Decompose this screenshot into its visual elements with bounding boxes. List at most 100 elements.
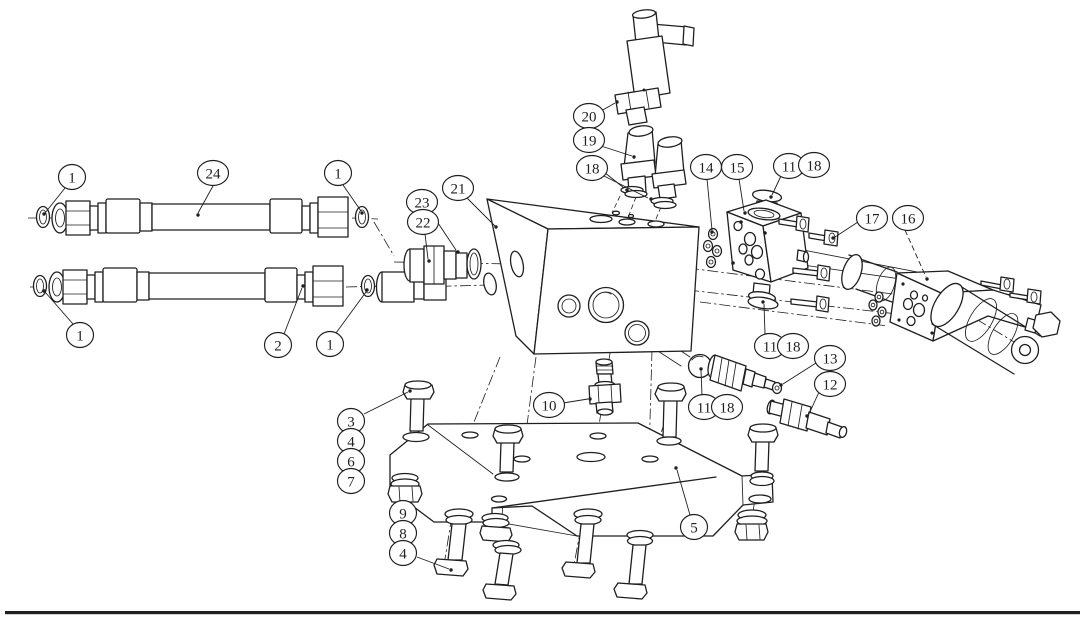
fitting-hex — [779, 398, 812, 432]
balloon-circle — [855, 204, 889, 232]
seal-washer — [653, 200, 677, 210]
leader-dot — [649, 197, 653, 201]
balloon-1: 1 — [42, 289, 95, 349]
hex-nut — [387, 485, 423, 503]
hex-nut — [734, 523, 769, 541]
balloon-17: 17 — [831, 204, 889, 240]
washer — [494, 472, 520, 482]
bracket-hole — [461, 431, 479, 439]
balloon-circle — [813, 370, 847, 398]
leader-dot — [632, 155, 636, 159]
o-ring — [868, 299, 878, 311]
leader-dot — [831, 236, 835, 240]
bolt-head — [561, 561, 596, 579]
bolt-stack — [433, 508, 474, 577]
o-ring — [354, 205, 370, 229]
balloon-circle — [813, 344, 847, 372]
balloon-12: 12 — [805, 370, 847, 418]
balloon-number: 11 — [697, 400, 711, 416]
balloon-circle — [388, 539, 418, 567]
balloon-circle — [572, 126, 606, 154]
balloon-number: 11 — [763, 339, 777, 355]
seal-washer — [624, 189, 648, 199]
dashdot-line — [443, 496, 456, 566]
bracket-hole — [490, 495, 508, 503]
leader-dot — [42, 212, 46, 216]
hose-tube — [148, 272, 266, 300]
balloon-21: 21 — [441, 174, 498, 229]
leader-line — [283, 287, 303, 335]
balloon-circle — [57, 163, 87, 191]
balloon-number: 12 — [823, 377, 838, 393]
leader-dot — [615, 100, 619, 104]
sensor-body — [626, 35, 671, 100]
balloon-number: 21 — [451, 181, 466, 197]
bracket-hole — [748, 494, 772, 504]
hex-nut — [1032, 311, 1061, 338]
leader-line — [197, 185, 214, 214]
dashdot-line — [687, 267, 941, 301]
balloon-number: 2 — [274, 338, 282, 354]
leader-dot — [625, 188, 629, 192]
balloon-14: 14 — [689, 153, 723, 234]
balloon-number: 8 — [399, 526, 407, 542]
leader-line — [834, 221, 859, 238]
leader-dot — [699, 367, 703, 371]
washer — [656, 436, 682, 446]
o-ring — [466, 248, 482, 280]
bolt-stack — [561, 508, 603, 579]
balloon-24: 24 — [196, 159, 230, 217]
hose-upper — [35, 196, 370, 238]
pilot-valve-block — [702, 189, 839, 313]
leader-line — [600, 102, 616, 112]
balloon-circle — [263, 331, 293, 359]
leader-line — [342, 184, 362, 212]
leader-dot — [805, 414, 809, 418]
leader-dot — [408, 389, 412, 393]
balloon-13: 13 — [779, 344, 847, 387]
spring-washer — [626, 535, 654, 547]
balloon-7: 7 — [336, 467, 366, 495]
balloon-circle — [65, 321, 95, 349]
balloon-circle — [797, 151, 831, 179]
o-ring — [707, 227, 719, 241]
washer — [749, 475, 775, 487]
relief-valve-cartridge — [707, 354, 783, 395]
balloon-16: 16 — [891, 204, 929, 281]
leader-line — [335, 291, 367, 334]
balloon-number: 18 — [807, 158, 822, 174]
leader-line — [603, 175, 649, 199]
cap-screw — [792, 267, 820, 277]
bracket-slot — [576, 451, 606, 463]
balloon-circle — [776, 332, 810, 360]
balloon-number: 9 — [399, 506, 407, 522]
leader-dot — [196, 213, 200, 217]
balloon-circle — [196, 159, 230, 187]
balloon-number: 18 — [786, 339, 801, 355]
hex-bolt — [654, 382, 687, 446]
balloon-circle — [406, 208, 440, 236]
dash-line — [628, 196, 637, 216]
balloon-circle — [441, 174, 475, 202]
leader-dot — [494, 225, 498, 229]
balloon-circle — [720, 153, 754, 181]
balloon-number: 18 — [720, 400, 735, 416]
dashdot-line — [373, 221, 395, 257]
bolt-stack — [479, 512, 522, 601]
hose-sleeve — [105, 198, 141, 234]
balloon-10: 10 — [532, 391, 592, 419]
under-bracket-fasteners — [387, 472, 769, 601]
leader-line — [363, 391, 409, 415]
leader-dot — [761, 300, 765, 304]
manifold-block — [483, 198, 700, 355]
hose-nut — [62, 269, 88, 305]
hose-nut — [312, 265, 344, 307]
balloon-circle — [315, 330, 345, 358]
washer — [402, 431, 430, 443]
leader-line — [424, 233, 429, 260]
balloon-1: 1 — [315, 288, 369, 358]
o-ring — [702, 239, 714, 253]
balloon-number: 1 — [334, 166, 342, 182]
hose-lower — [32, 265, 376, 307]
balloon-number: 22 — [416, 215, 431, 231]
